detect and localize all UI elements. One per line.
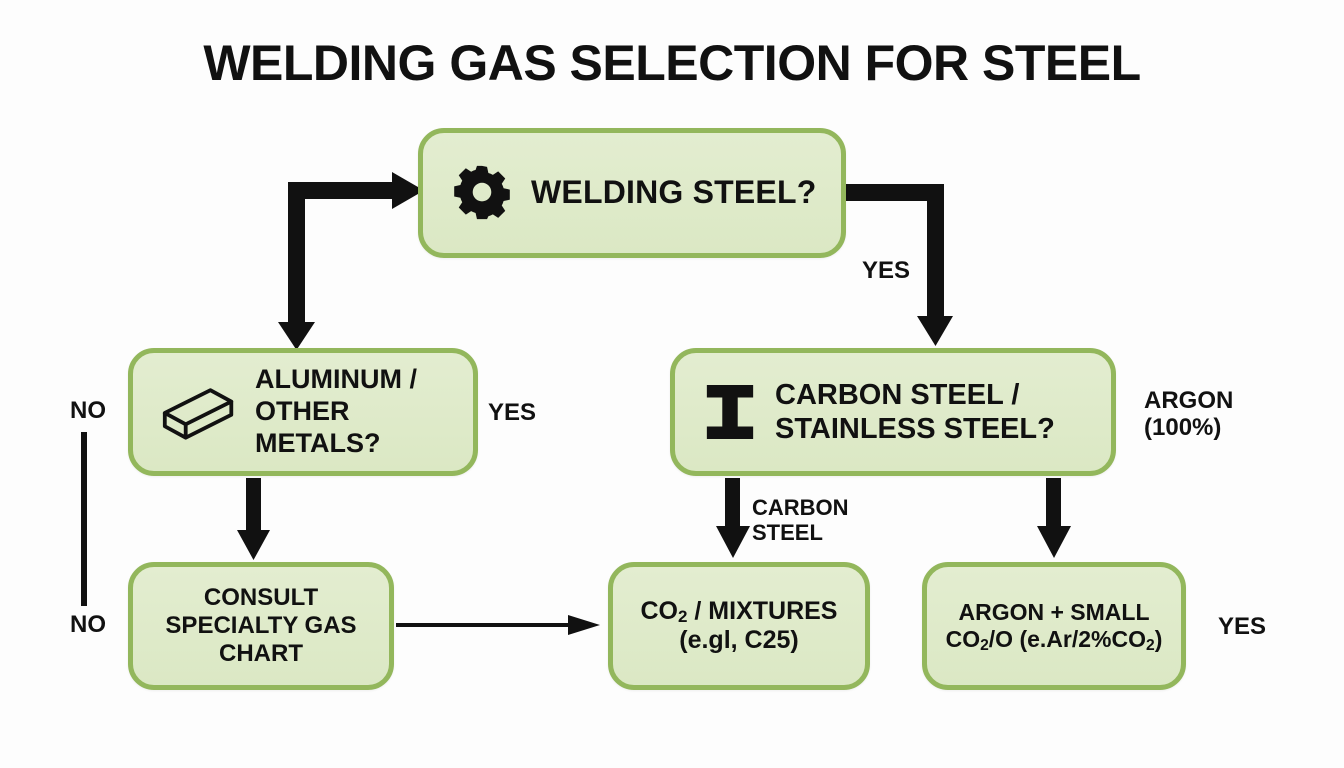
node-aluminum-label: ALUMINUM / OTHER METALS?	[255, 364, 473, 460]
connector-welding-steel-to-carbon-steel	[846, 184, 953, 346]
edge-label-yes-welding-steel: YES	[862, 257, 911, 284]
node-co2-label: CO2 / MIXTURES (e.gl, C25)	[641, 597, 838, 656]
gear-icon	[451, 162, 513, 224]
node-carbon-steel-label: CARBON STEEL / STAINLESS STEEL?	[775, 378, 1055, 446]
page-title: WELDING GAS SELECTION FOR STEEL	[203, 35, 1141, 91]
metal-bar-icon	[161, 384, 237, 440]
node-co2-line1-sub: 2	[678, 607, 688, 627]
edge-label-argon-100-percent: ARGON (100%)	[1144, 387, 1234, 441]
node-aluminum-line1: ALUMINUM /	[255, 364, 417, 395]
node-argon-small-sub1: 2	[980, 637, 989, 655]
node-carbon-stainless-steel[interactable]: CARBON STEEL / STAINLESS STEEL?	[670, 348, 1116, 476]
node-argon-small-line2a: CO	[945, 626, 981, 652]
edge-label-carbon-steel: CARBON STEEL	[752, 495, 849, 545]
connector-elbow-to-welding-steel	[278, 172, 424, 350]
node-argon-small-line1: ARGON + SMALL	[958, 598, 1150, 625]
node-co2-line1-prefix: CO	[640, 596, 679, 625]
node-aluminum-line2: OTHER METALS?	[255, 396, 381, 458]
node-argon-plus-small-co2[interactable]: ARGON + SMALL CO2/O (e.Ar/2%CO2)	[922, 562, 1186, 690]
node-argon-small-line2c: )	[1154, 626, 1163, 652]
node-aluminum-other-metals[interactable]: ALUMINUM / OTHER METALS?	[128, 348, 478, 476]
node-carbon-steel-line1: CARBON STEEL /	[775, 378, 1020, 411]
node-welding-steel[interactable]: WELDING STEEL?	[418, 128, 846, 258]
node-consult-line1: CONSULT	[203, 583, 319, 611]
node-argon-small-label: ARGON + SMALL CO2/O (e.Ar/2%CO2)	[945, 598, 1163, 655]
connector-carbon-steel-to-co2	[716, 478, 750, 558]
node-argon-small-line2b: /O (e.Ar/2%CO	[988, 626, 1147, 652]
edge-label-yes-right: YES	[1218, 613, 1267, 640]
node-consult-label: CONSULT SPECIALTY GAS CHART	[165, 584, 356, 669]
node-carbon-steel-line2: STAINLESS STEEL?	[775, 413, 1055, 445]
node-welding-steel-label: WELDING STEEL?	[531, 174, 817, 211]
connector-consult-to-co2	[396, 615, 600, 635]
node-argon-small-sub2: 2	[1146, 637, 1155, 655]
node-consult-specialty-gas-chart[interactable]: CONSULT SPECIALTY GAS CHART	[128, 562, 394, 690]
edge-label-no-lower: NO	[70, 611, 106, 638]
node-consult-line3: CHART	[219, 640, 303, 668]
node-co2-mixtures[interactable]: CO2 / MIXTURES (e.gl, C25)	[608, 562, 870, 690]
node-consult-line2: SPECIALTY GAS	[165, 611, 357, 639]
node-co2-line2: (e.gl, C25)	[679, 626, 799, 654]
edge-label-yes-aluminum: YES	[488, 399, 537, 426]
node-co2-line1-suffix: / MIXTURES	[687, 596, 838, 625]
connector-aluminum-to-consult	[237, 478, 270, 560]
i-beam-icon	[703, 381, 757, 443]
edge-label-no-upper: NO	[70, 397, 106, 424]
connector-no-line	[81, 432, 87, 606]
connector-carbon-steel-to-argon-small	[1037, 478, 1071, 558]
